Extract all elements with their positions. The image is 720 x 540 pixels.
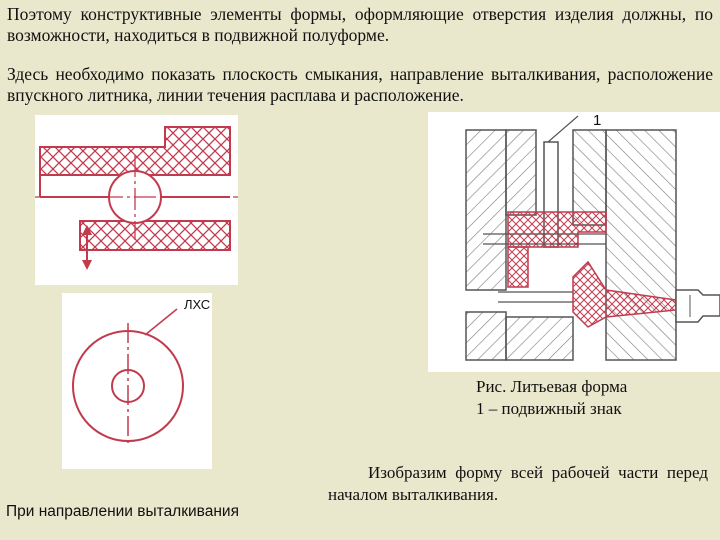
parting-line-label: ЛХС: [184, 297, 211, 312]
ejection-view-figure: [62, 293, 212, 469]
ejection-arrow-icon: [82, 225, 92, 270]
instruction-paragraph: Здесь необходимо показать плоскость смык…: [7, 64, 713, 105]
ejection-direction-label: При направлении выталкивания: [6, 503, 239, 520]
caption-legend: 1 – подвижный знак: [476, 399, 622, 418]
closing-paragraph: Изобразим форму всей рабочей части перед…: [328, 463, 708, 504]
movable-core-marker: 1: [593, 112, 602, 129]
part-section-figure: [35, 115, 238, 285]
mold-section-figure: [428, 112, 720, 372]
intro-paragraph: Поэтому конструктивные элементы формы, о…: [7, 4, 713, 45]
caption-title: Рис. Литьевая форма: [476, 377, 628, 396]
figure-caption: Рис. Литьевая форма 1 – подвижный знак: [476, 376, 627, 420]
